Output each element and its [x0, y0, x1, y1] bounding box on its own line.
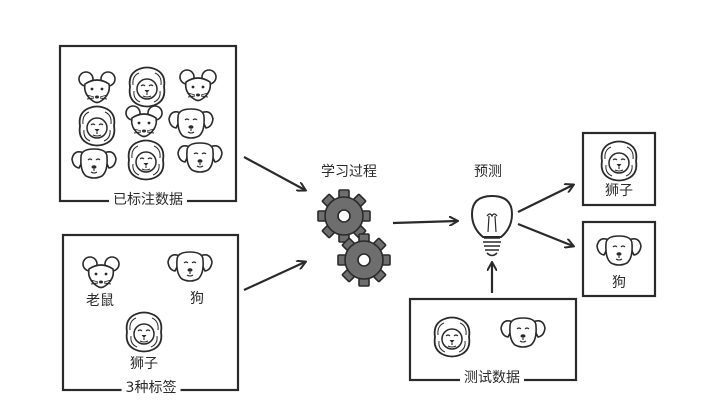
dog-face-icon [596, 235, 642, 266]
labeled-data-box [58, 44, 238, 203]
dog-face-icon [500, 317, 546, 348]
lightbulb-icon [470, 194, 514, 257]
output-lion-box [581, 131, 657, 207]
lion-face-icon [125, 311, 163, 353]
output-dog-label: 狗 [612, 275, 626, 291]
dog-face-icon [71, 148, 117, 179]
arrow-learning-to-prediction [392, 221, 457, 223]
gear-icon [337, 233, 391, 287]
three-labels-caption: 3种标签 [121, 379, 181, 397]
mouse-label: 老鼠 [86, 293, 114, 309]
arrow-to-lion-output [517, 185, 573, 213]
prediction-label: 预测 [474, 164, 502, 180]
mouse-face-icon [82, 256, 120, 289]
dog-label: 狗 [190, 291, 204, 307]
test-data-box [408, 297, 578, 382]
dog-face-icon [168, 108, 214, 139]
mouse-face-icon [78, 71, 116, 104]
lion-face-icon [78, 105, 116, 147]
test-data-caption: 测试数据 [460, 369, 524, 387]
arrow-labeled-to-learning [243, 156, 305, 190]
mouse-face-icon [125, 105, 163, 138]
lion-face-icon [433, 316, 471, 358]
learning-process-label: 学习过程 [321, 164, 377, 180]
labeled-data-caption: 已标注数据 [109, 191, 187, 209]
lion-face-icon [600, 140, 638, 182]
output-lion-label: 狮子 [605, 183, 633, 199]
mouse-face-icon [179, 69, 217, 102]
output-dog-box [581, 220, 657, 298]
arrow-to-dog-output [517, 222, 573, 246]
dog-face-icon [177, 142, 223, 173]
lion-label: 狮子 [130, 356, 158, 372]
lion-face-icon [128, 66, 166, 108]
lion-face-icon [127, 139, 165, 181]
dog-face-icon [167, 251, 213, 282]
arrow-labels-to-learning [243, 262, 305, 291]
